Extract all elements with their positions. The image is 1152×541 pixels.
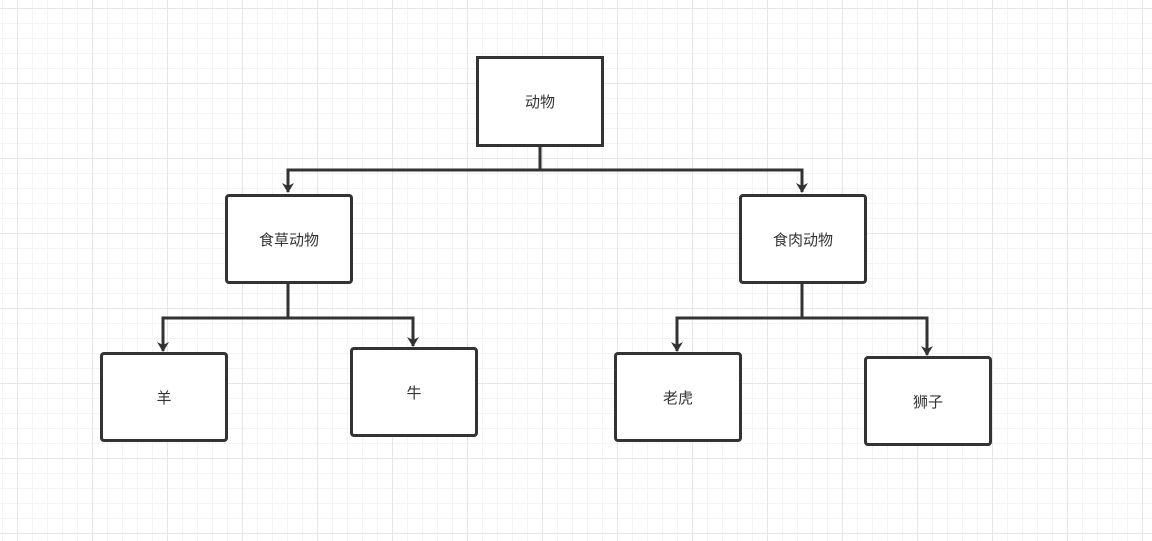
node-label: 动物 [524,93,555,111]
edge-root-herbivore [282,147,542,193]
node-tiger[interactable]: 老虎 [614,352,742,442]
node-herbivore[interactable]: 食草动物 [225,194,353,284]
node-label: 食肉动物 [772,230,833,249]
edge-carnivore-lion [800,284,933,356]
node-label: 老虎 [662,388,693,407]
edge-herbivore-cow [286,284,419,347]
node-lion[interactable]: 狮子 [864,356,992,446]
edge-herbivore-sheep [157,284,290,352]
node-label: 羊 [156,388,172,407]
edge-root-carnivore [538,147,808,193]
edge-carnivore-tiger [671,284,804,352]
node-carnivore[interactable]: 食肉动物 [739,194,867,284]
node-label: 食草动物 [258,230,319,249]
node-label: 狮子 [912,392,943,411]
node-label: 牛 [406,383,422,402]
node-cow[interactable]: 牛 [350,347,478,437]
node-animal[interactable]: 动物 [476,56,604,147]
node-sheep[interactable]: 羊 [100,352,228,442]
